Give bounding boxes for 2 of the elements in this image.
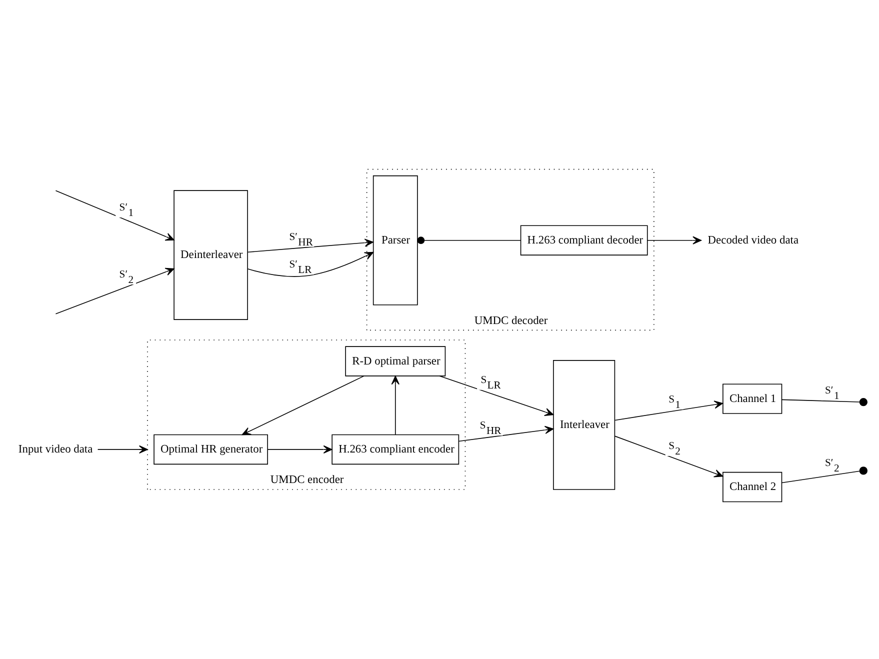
node-text: Decoded video data: [708, 234, 799, 246]
node-text: Input video data: [18, 442, 93, 455]
